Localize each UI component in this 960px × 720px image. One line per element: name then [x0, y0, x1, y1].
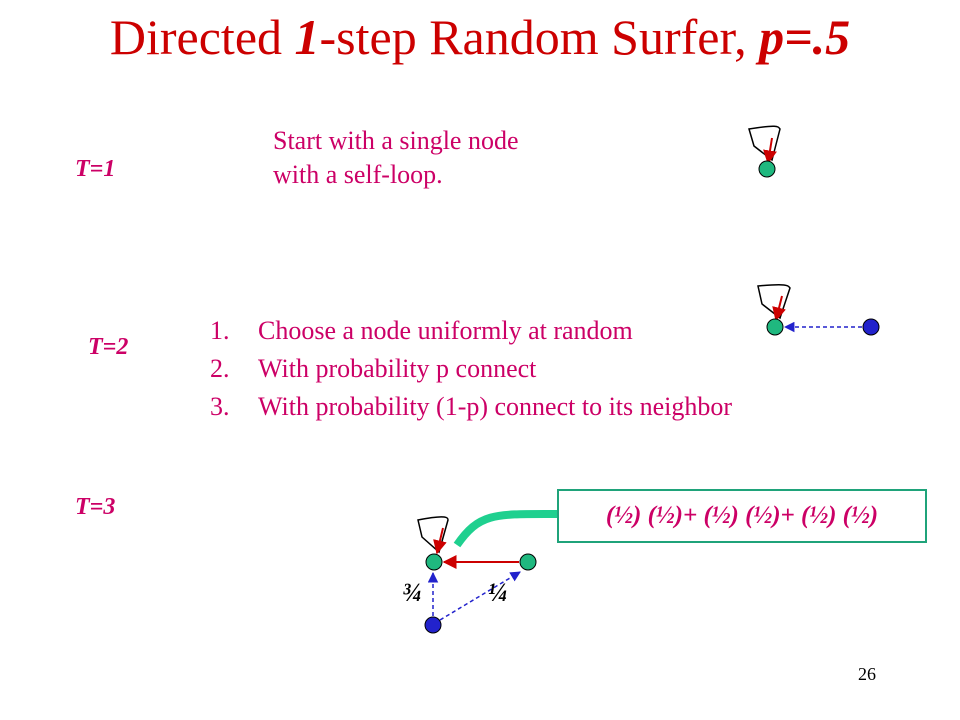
fraction-one-quarter: ¼ — [488, 578, 508, 607]
t1-label: T=1 — [75, 156, 116, 182]
t1-line-2: with a self-loop. — [273, 160, 443, 189]
slide-title: Directed 1-step Random Surfer, p=.5 — [109, 9, 851, 65]
t2-self-loop — [757, 284, 791, 320]
t3-self-loop — [417, 516, 449, 554]
step-2: 2.With probability p connect — [210, 354, 537, 383]
page-number: 26 — [858, 664, 876, 684]
callout-line — [453, 509, 561, 548]
t2-node-green — [766, 318, 784, 336]
t1-self-loop-arrow — [763, 137, 777, 165]
t2-node-blue — [862, 318, 880, 336]
t1-node — [758, 160, 776, 178]
t3-node-green-b — [519, 553, 537, 571]
t2-self-loop-arrow — [772, 295, 786, 322]
t2-steps: 1.Choose a node uniformly at random 2.Wi… — [210, 312, 732, 426]
t1-line-1: Start with a single node — [273, 126, 519, 155]
fraction-three-quarters: ¾ — [402, 578, 422, 607]
t3-edge-blue-diag — [439, 571, 521, 621]
t3-self-loop-arrow — [433, 527, 447, 555]
t1-description: Start with a single node with a self-loo… — [273, 124, 519, 192]
probability-formula: (½) (½)+ (½) (½)+ (½) (½) — [557, 489, 927, 543]
t3-node-blue — [424, 616, 442, 634]
step-3: 3.With probability (1-p) connect to its … — [210, 392, 733, 421]
t3-node-green-a — [425, 553, 443, 571]
t3-label: T=3 — [75, 494, 116, 520]
step-1: 1.Choose a node uniformly at random — [210, 316, 633, 345]
t2-label: T=2 — [88, 334, 129, 360]
t1-self-loop — [748, 125, 781, 162]
